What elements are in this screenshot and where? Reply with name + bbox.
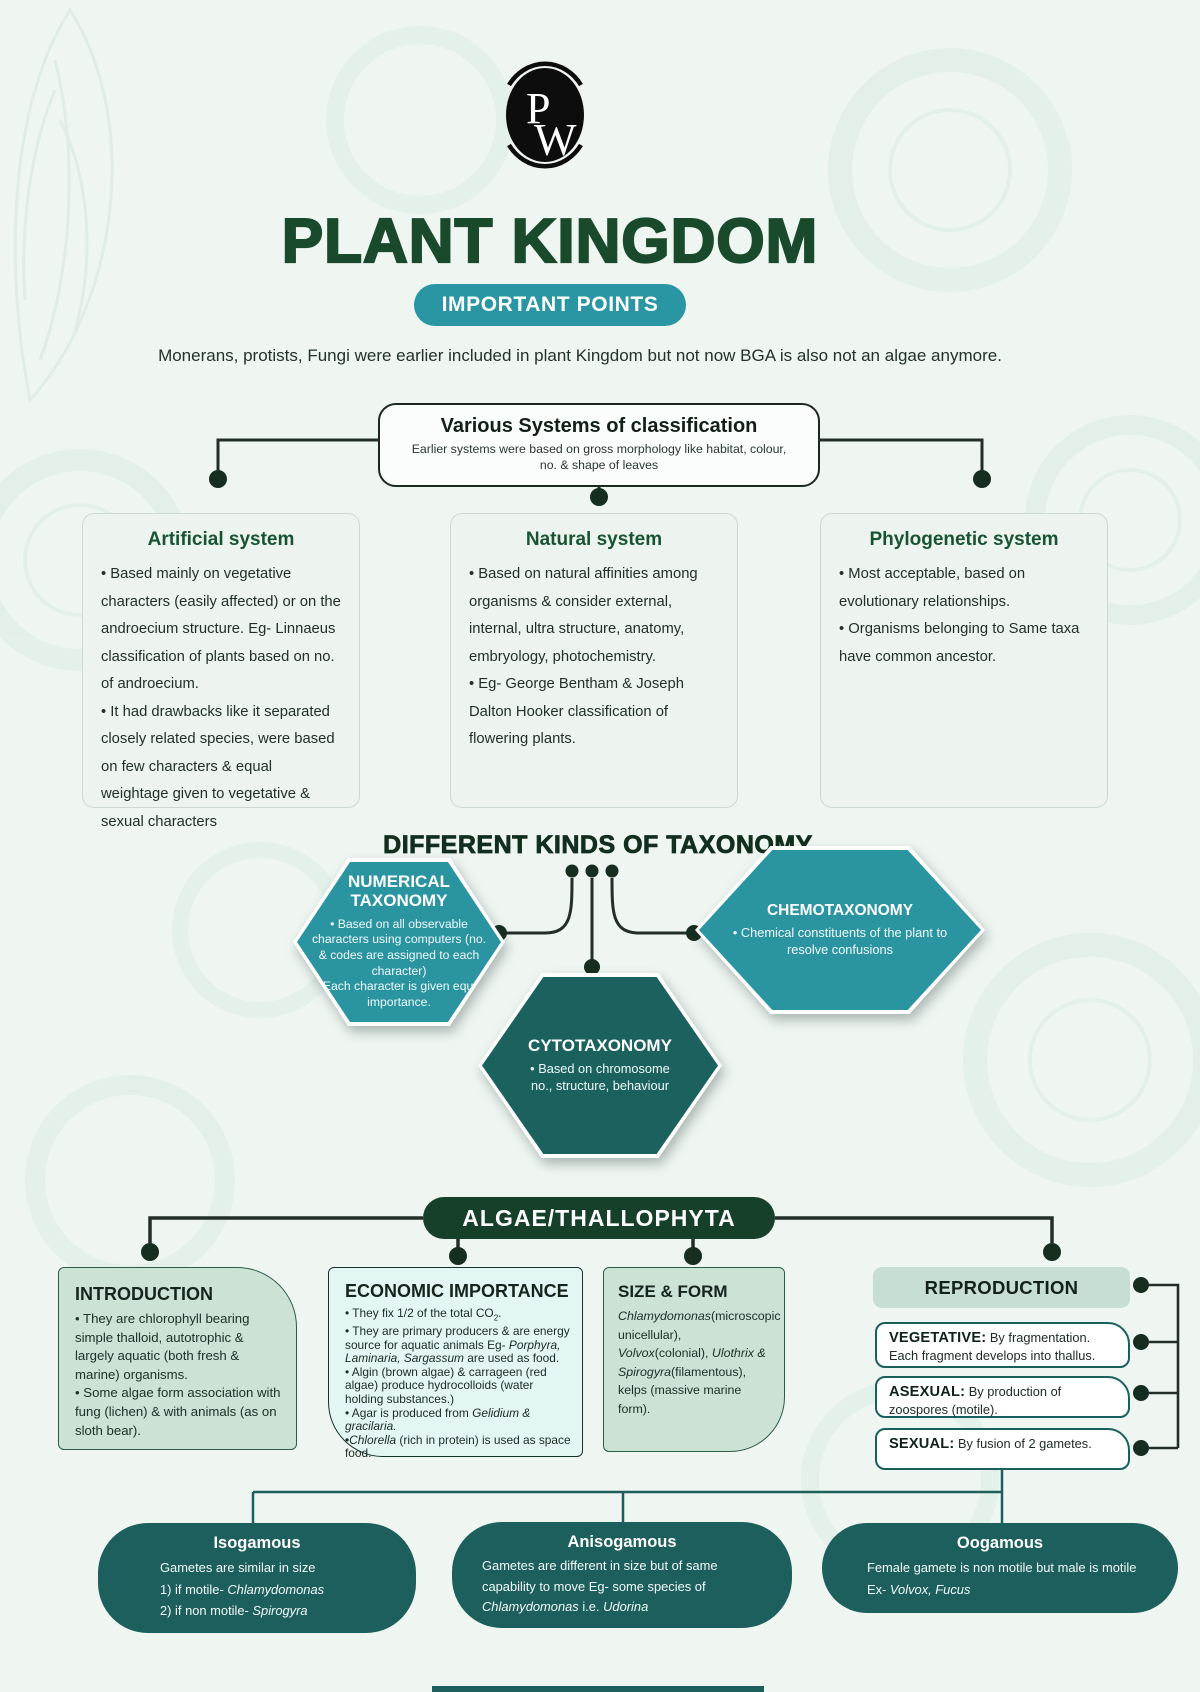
card-point: • Based on natural affinities among orga… xyxy=(469,566,698,665)
sexual-label: SEXUAL: xyxy=(889,1436,955,1452)
classification-title: Various Systems of classification xyxy=(440,415,758,437)
oogamous-capsule: Oogamous Female gamete is non motile but… xyxy=(822,1523,1178,1613)
card-title: Phylogenetic system xyxy=(869,529,1059,550)
hexagon-chemotaxonomy: CHEMOTAXONOMY • Chemical constituents of… xyxy=(695,846,985,1014)
capsule-body: Gametes are different in size but of sam… xyxy=(482,1558,718,1614)
card-point: • Most acceptable, based on evolutionary… xyxy=(839,566,1026,610)
hexagon-title: CHEMOTAXONOMY xyxy=(766,902,914,920)
hexagon-body: • Based on chromosome no., structure, be… xyxy=(530,1061,670,1093)
box-point: • They are primary producers & are energ… xyxy=(345,1323,570,1366)
important-points-badge: IMPORTANT POINTS xyxy=(414,284,686,326)
hexagon-numerical-taxonomy: NUMERICAL TAXONOMY • Based on all observ… xyxy=(293,858,505,1026)
intro-note: Monerans, protists, Fungi were earlier i… xyxy=(158,346,1002,365)
card-point: • Based mainly on vegetative characters … xyxy=(101,566,341,692)
vegetative-box: VEGETATIVE: By fragmentation. Each fragm… xyxy=(875,1322,1130,1368)
algae-economic-importance-box: ECONOMIC IMPORTANCE • They fix 1/2 of th… xyxy=(328,1267,583,1460)
anisogamous-capsule: Anisogamous Gametes are different in siz… xyxy=(452,1522,792,1628)
svg-text:P: P xyxy=(526,84,550,133)
asexual-label: ASEXUAL: xyxy=(889,1384,966,1400)
reproduction-header: REPRODUCTION xyxy=(873,1267,1130,1308)
box-title: ECONOMIC IMPORTANCE xyxy=(345,1281,569,1301)
card-artificial-system: Artificial system • Based mainly on vege… xyxy=(82,513,360,830)
vegetative-label: VEGETATIVE: xyxy=(889,1330,987,1346)
box-title: SIZE & FORM xyxy=(618,1282,728,1301)
capsule-body: Female gamete is non motile but male is … xyxy=(867,1560,1137,1597)
card-natural-system: Natural system • Based on natural affini… xyxy=(450,513,738,808)
card-point: • Organisms belonging to Same taxa have … xyxy=(839,621,1080,665)
algae-introduction-box: INTRODUCTION • They are chlorophyll bear… xyxy=(58,1267,297,1450)
card-title: Natural system xyxy=(525,529,663,550)
asexual-box: ASEXUAL: By production of zoospores (mot… xyxy=(875,1376,1130,1418)
box-point: • Agar is produced from Gelidium & graci… xyxy=(345,1405,531,1434)
sexual-text: By fusion of 2 gametes. xyxy=(954,1436,1092,1451)
box-point: • Some algae form association with fung … xyxy=(75,1385,281,1438)
taxonomy-heading: DIFFERENT KINDS OF TAXONOMY xyxy=(383,831,813,860)
vegetative-text: By fragmentation. Each fragment develops… xyxy=(889,1330,1096,1363)
svg-text:W: W xyxy=(534,115,577,165)
card-title: Artificial system xyxy=(147,529,295,550)
algae-thallophyta-pill: ALGAE/THALLOPHYTA xyxy=(423,1197,775,1239)
hexagon-title: NUMERICAL TAXONOMY xyxy=(348,872,450,911)
card-point: • It had drawbacks like it separated clo… xyxy=(101,703,335,830)
card-point: • Eg- George Bentham & Joseph Dalton Hoo… xyxy=(469,676,684,747)
capsule-title: Anisogamous xyxy=(567,1533,677,1551)
asexual-text: By production of zoospores (motile). xyxy=(889,1384,1062,1417)
footer-strip xyxy=(432,1686,764,1692)
classification-root-box: Various Systems of classification Earlie… xyxy=(378,403,820,487)
box-point: • They are chlorophyll bearing simple th… xyxy=(75,1311,250,1382)
page-title: PLANT KINGDOM xyxy=(281,206,819,277)
hexagon-cytotaxonomy: CYTOTAXONOMY • Based on chromosome no., … xyxy=(478,973,722,1158)
algae-size-form-box: SIZE & FORM Chlamydomonas(microscopic un… xyxy=(603,1267,785,1452)
box-point: Chlamydomonas(microscopic unicellular), … xyxy=(618,1309,781,1416)
sexual-box: SEXUAL: By fusion of 2 gametes. xyxy=(875,1428,1130,1470)
hexagon-body: • Chemical constituents of the plant to … xyxy=(732,925,948,957)
hexagon-title: CYTOTAXONOMY xyxy=(528,1035,672,1055)
pw-logo: P W xyxy=(506,61,584,169)
box-point: • Algin (brown algae) & carrageen (red a… xyxy=(345,1364,547,1406)
capsule-title: Oogamous xyxy=(956,1534,1044,1552)
box-point: • They fix 1/2 of the total CO2. xyxy=(345,1306,502,1323)
card-phylogenetic-system: Phylogenetic system • Most acceptable, b… xyxy=(820,513,1108,808)
leaf-sketch xyxy=(13,7,114,404)
capsule-body: Gametes are similar in size 1) if motile… xyxy=(160,1560,325,1618)
capsule-title: Isogamous xyxy=(213,1534,301,1552)
classification-subtitle: Earlier systems were based on gross morp… xyxy=(411,442,787,472)
hexagon-body: • Based on all observable characters usi… xyxy=(311,916,487,1009)
box-point: •Chlorella (rich in protein) is used as … xyxy=(345,1432,571,1461)
box-title: INTRODUCTION xyxy=(75,1284,213,1304)
isogamous-capsule: Isogamous Gametes are similar in size 1)… xyxy=(98,1523,416,1633)
